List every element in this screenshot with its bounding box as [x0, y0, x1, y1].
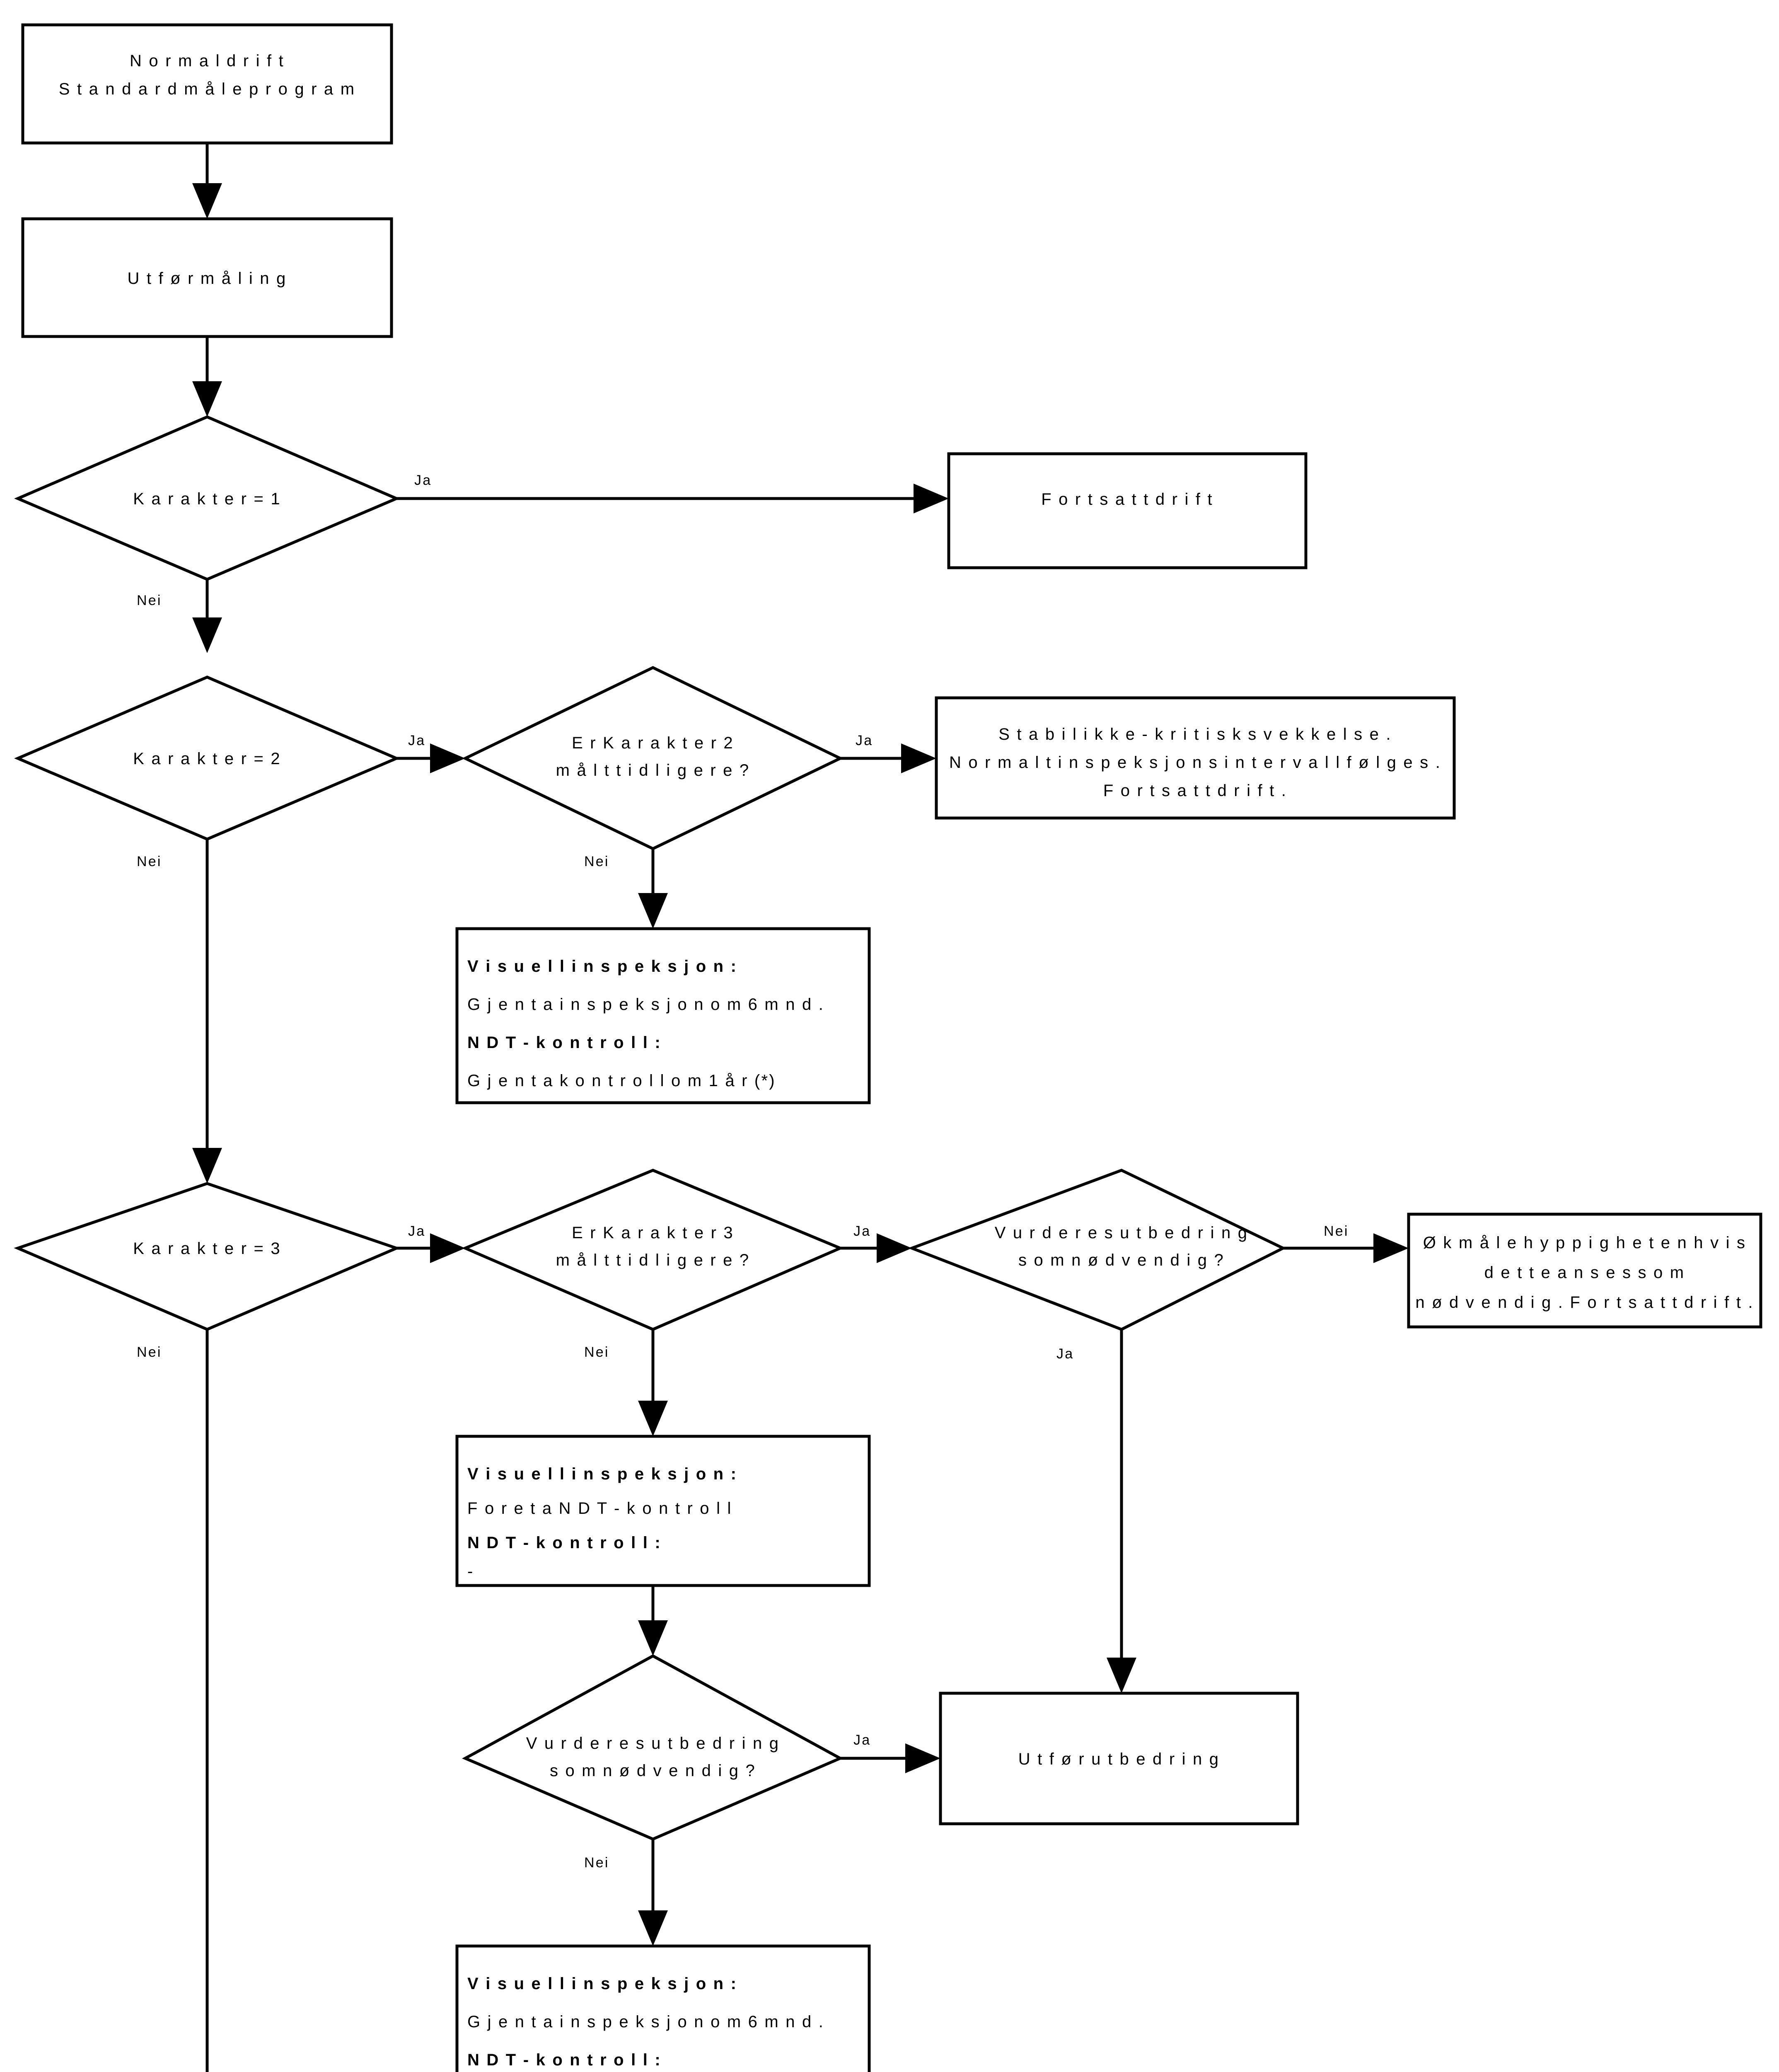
node-vurderes-utbedring-bottom[interactable]: V u r d e r e s u t b e d r i n g s o m … [462, 1654, 844, 1841]
edge-label-karakter2-ja: Ja [408, 733, 425, 748]
node-utfor-utbedring[interactable]: U t f ø r u t b e d r i n g [939, 1692, 1299, 1825]
node-normaldrift[interactable]: N o r m a l d r i f t S t a n d a r d m … [21, 23, 393, 145]
node-fortsatt-drift-line1: F o r t s a t t d r i f t [1041, 490, 1213, 508]
edge-label-erkarakter2-nei: Nei [584, 854, 609, 869]
node-er-karakter2-malt[interactable]: E r K a r a k t e r 2 m å l t t i d l i … [462, 666, 844, 850]
node-vurderes-bottom-line2: s o m n ø d v e n d i g ? [550, 1762, 756, 1780]
node-karakter2[interactable]: K a r a k t e r = 2 [14, 675, 400, 841]
node-visuell-k2-line3: N D T - k o n t r o l l : [467, 1034, 662, 1052]
node-utfor-maling-line1: U t f ø r m å l i n g [127, 269, 287, 288]
edge-label-erkarakter3-ja: Ja [853, 1223, 871, 1239]
edge-vurderes-top-nei-to-ok-malehyppighet [1283, 1233, 1409, 1263]
node-ok-malehyppighet-line3: n ø d v e n d i g . F o r t s a t t d r … [1415, 1293, 1754, 1312]
edge-label-vurderes-top-nei: Nei [1324, 1223, 1349, 1239]
node-visuell-k2-line4: G j e n t a k o n t r o l l o m 1 å r (*… [467, 1072, 776, 1090]
node-fortsatt-drift[interactable]: F o r t s a t t d r i f t [947, 452, 1308, 569]
edge-erkarakter3-nei-to-visuell-k3 [638, 1329, 668, 1436]
node-karakter3[interactable]: K a r a k t e r = 3 [14, 1182, 401, 1331]
node-karakter3-line1: K a r a k t e r = 3 [133, 1239, 281, 1258]
node-vurderes-bottom-line1: V u r d e r e s u t b e d r i n g [526, 1734, 780, 1752]
edge-label-karakter3-ja: Ja [408, 1223, 425, 1239]
edge-karakter1-ja-to-fortsatt-drift [396, 484, 949, 513]
node-visuell-k3-line2: F o r e t a N D T - k o n t r o l l [467, 1499, 732, 1518]
edge-karakter3-nei-to-karakter4 [205, 1329, 209, 2072]
node-karakter2-line1: K a r a k t e r = 2 [133, 750, 281, 768]
node-er-karakter3-malt[interactable]: E r K a r a k t e r 3 m å l t t i d l i … [462, 1169, 844, 1331]
node-stabil-line3: F o r t s a t t d r i f t . [1103, 782, 1287, 800]
edge-vurderes-top-ja-to-utfor-utbedring [1107, 1329, 1136, 1693]
node-normaldrift-line2: S t a n d a r d m å l e p r o g r a m [59, 80, 355, 98]
edge-karakter3-ja-to-erkarakter3 [396, 1233, 465, 1263]
node-stabil-ikke-kritisk[interactable]: S t a b i l i k k e - k r i t i s k s v … [935, 696, 1456, 820]
edge-label-vurderes-top-ja: Ja [1056, 1346, 1074, 1362]
edge-karakter1-nei-to-karakter2 [192, 579, 222, 653]
node-vurderes-top-line2: s o m n ø d v e n d i g ? [1018, 1251, 1225, 1269]
node-normaldrift-line1: N o r m a l d r i f t [130, 52, 285, 70]
node-er-karakter2-malt-line1: E r K a r a k t e r 2 [572, 734, 734, 752]
edge-erkarakter2-nei-to-visuell-k2 [638, 839, 668, 929]
node-visuell-inspeksjon-k3[interactable]: V i s u e l l i n s p e k s j o n : F o … [455, 1435, 871, 1587]
edge-label-karakter2-nei: Nei [137, 854, 162, 869]
edge-label-erkarakter2-ja: Ja [856, 733, 873, 748]
edge-visuell-k3-to-vurderes-bottom [638, 1585, 668, 1656]
node-ok-malehyppighet-line2: d e t t e a n s e s s o m [1484, 1264, 1685, 1282]
edge-utfor-maling-to-karakter1 [192, 336, 222, 417]
edge-erkarakter3-ja-to-vurderes-top [840, 1233, 912, 1263]
node-er-karakter3-malt-line1: E r K a r a k t e r 3 [572, 1224, 734, 1242]
edge-label-karakter1-nei: Nei [137, 593, 162, 608]
node-visuell-inspeksjon-k2[interactable]: V i s u e l l i n s p e k s j o n : G j … [455, 927, 871, 1104]
edge-normaldrift-to-utfor-maling [192, 143, 222, 219]
node-visuell-bottom-line2: G j e n t a i n s p e k s j o n o m 6 m … [467, 2013, 824, 2031]
node-visuell-k3-line1: V i s u e l l i n s p e k s j o n : [467, 1465, 737, 1483]
node-utfor-utbedring-line1: U t f ø r u t b e d r i n g [1018, 1750, 1220, 1768]
node-visuell-k2-line1: V i s u e l l i n s p e k s j o n : [467, 957, 737, 975]
node-vurderes-utbedring-top[interactable]: V u r d e r e s u t b e d r i n g s o m … [908, 1169, 1286, 1331]
edge-label-vurderes-bottom-ja: Ja [853, 1732, 871, 1748]
node-stabil-line1: S t a b i l i k k e - k r i t i s k s v … [998, 725, 1392, 743]
node-er-karakter3-malt-line2: m å l t t i d l i g e r e ? [556, 1251, 750, 1269]
edge-karakter2-nei-to-karakter3 [192, 839, 222, 1184]
edge-vurderes-bottom-ja-to-utfor-utbedring [840, 1743, 940, 1773]
node-visuell-inspeksjon-bottom[interactable]: V i s u e l l i n s p e k s j o n : G j … [455, 1944, 871, 2072]
edge-label-karakter1-ja: Ja [414, 472, 432, 488]
node-visuell-bottom-line1: V i s u e l l i n s p e k s j o n : [467, 1975, 737, 1993]
node-ok-malehyppighet-line1: Ø k m å l e h y p p i g h e t e n h v i … [1423, 1234, 1746, 1252]
node-stabil-line2: N o r m a l t i n s p e k s j o n s i n … [949, 753, 1441, 772]
edge-karakter2-ja-to-erkarakter2 [396, 743, 465, 773]
node-er-karakter2-malt-line2: m å l t t i d l i g e r e ? [556, 761, 750, 779]
node-visuell-k3-line3: N D T - k o n t r o l l : [467, 1534, 662, 1552]
edge-label-erkarakter3-nei: Nei [584, 1344, 609, 1360]
node-visuell-bottom-line3: N D T - k o n t r o l l : [467, 2051, 662, 2069]
node-karakter1-line1: K a r a k t e r = 1 [133, 490, 281, 508]
edge-vurderes-bottom-nei-to-visuell-bottom [638, 1839, 668, 1946]
node-vurderes-top-line1: V u r d e r e s u t b e d r i n g [995, 1224, 1249, 1242]
edge-label-karakter3-nei: Nei [137, 1344, 162, 1360]
node-visuell-k2-line2: G j e n t a i n s p e k s j o n o m 6 m … [467, 995, 824, 1014]
edge-erkarakter2-ja-to-stabil [840, 743, 936, 773]
edge-label-vurderes-bottom-nei: Nei [584, 1855, 609, 1871]
node-utfor-maling[interactable]: U t f ø r m å l i n g [21, 217, 393, 338]
node-ok-malehyppighet[interactable]: Ø k m å l e h y p p i g h e t e n h v i … [1407, 1213, 1762, 1329]
node-karakter1[interactable]: K a r a k t e r = 1 [14, 415, 400, 581]
node-visuell-k3-line4: - [467, 1562, 474, 1581]
